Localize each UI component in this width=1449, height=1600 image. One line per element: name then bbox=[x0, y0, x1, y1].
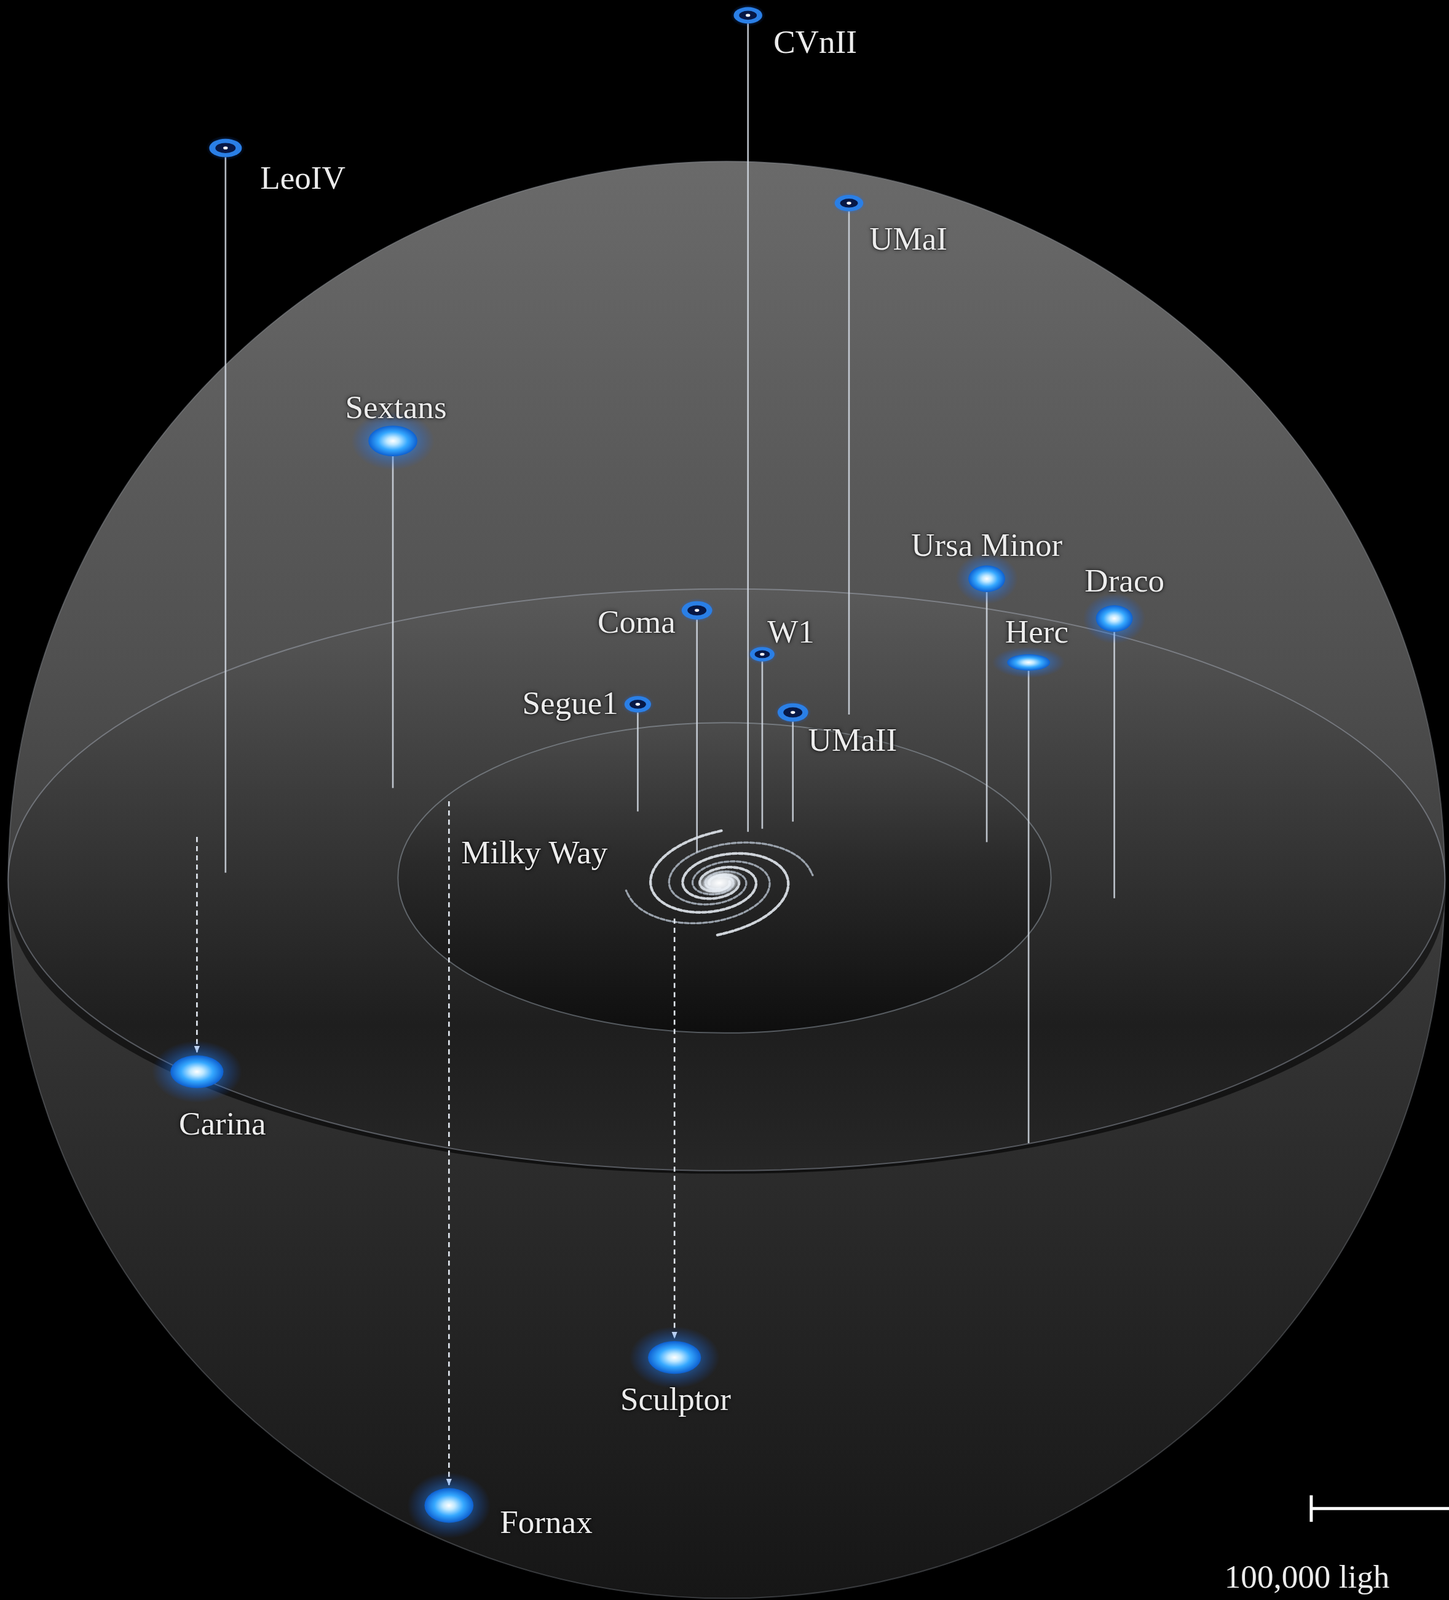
galaxy-symbol bbox=[992, 646, 1066, 678]
galaxy-glow bbox=[629, 1326, 720, 1389]
galaxy-label: Segue1 bbox=[522, 686, 619, 720]
spiral-arm bbox=[679, 845, 795, 939]
galaxy-ring bbox=[834, 194, 864, 212]
galaxy-ring bbox=[681, 601, 713, 620]
galaxy-core bbox=[738, 11, 757, 21]
galaxy-body bbox=[1096, 604, 1134, 632]
scale-tick bbox=[1309, 1495, 1313, 1522]
spiral-arm bbox=[623, 855, 774, 933]
scale-line bbox=[1311, 1506, 1449, 1510]
spiral-arm bbox=[644, 826, 760, 920]
galaxies bbox=[151, 4, 1146, 1539]
galaxy-glow bbox=[992, 646, 1066, 678]
galaxy-glow bbox=[678, 598, 716, 623]
milky-way-spiral bbox=[619, 818, 819, 947]
galaxy-glow bbox=[1083, 593, 1146, 644]
galaxy-symbol bbox=[407, 1472, 491, 1539]
galaxy-symbol bbox=[730, 4, 765, 28]
height-line bbox=[761, 661, 764, 829]
galaxy-ring bbox=[750, 646, 775, 661]
galaxy-symbol bbox=[831, 191, 867, 215]
galaxy-label: UMaI bbox=[869, 222, 948, 256]
height-line bbox=[636, 712, 639, 812]
galaxy-label: Draco bbox=[1084, 564, 1165, 597]
halo-sphere bbox=[7, 161, 1445, 1598]
galaxy-label: UMaII bbox=[808, 723, 897, 757]
galaxy-core bbox=[840, 198, 859, 208]
galaxy-symbol bbox=[151, 1040, 243, 1103]
galaxy-ring bbox=[209, 138, 242, 158]
height-line bbox=[986, 592, 988, 843]
galaxy-core bbox=[215, 142, 236, 153]
galaxy-core bbox=[687, 604, 707, 615]
galaxy-label: CVnII bbox=[773, 25, 857, 59]
galaxy-center bbox=[846, 201, 851, 205]
scale-bar bbox=[1311, 1495, 1449, 1522]
galaxy-symbol bbox=[678, 598, 716, 623]
height-line bbox=[1027, 670, 1030, 1144]
galaxy-center bbox=[745, 14, 751, 18]
galaxy-symbol bbox=[629, 1326, 720, 1389]
galaxy-core bbox=[783, 706, 803, 717]
galaxy-glow bbox=[151, 1040, 243, 1103]
galaxy-glow bbox=[407, 1472, 491, 1539]
height-line bbox=[1113, 631, 1116, 898]
galaxy-center bbox=[790, 710, 795, 714]
height-line bbox=[848, 211, 851, 715]
galaxy-center bbox=[759, 652, 765, 656]
galaxy-body bbox=[647, 1340, 701, 1374]
height-line bbox=[695, 619, 698, 853]
galaxy-body bbox=[170, 1054, 224, 1088]
height-line bbox=[225, 157, 227, 873]
galaxy-symbol bbox=[621, 692, 655, 716]
scene bbox=[7, 4, 1449, 1599]
galaxy-label: Milky Way bbox=[461, 836, 608, 869]
galaxy-center bbox=[694, 608, 699, 612]
galaxy-body bbox=[368, 425, 418, 457]
galaxy-label: Coma bbox=[597, 605, 676, 639]
height-line bbox=[791, 721, 794, 822]
galaxy-body bbox=[968, 565, 1006, 593]
galaxy-label: Herc bbox=[1005, 615, 1069, 648]
galaxy-symbol bbox=[205, 135, 245, 161]
galaxy-body bbox=[424, 1487, 474, 1523]
galaxy-center bbox=[223, 146, 228, 150]
outer-plane bbox=[7, 588, 1445, 1171]
galaxy-ring bbox=[777, 703, 809, 722]
galaxy-symbol bbox=[1083, 593, 1146, 644]
galaxy-label: LeoIV bbox=[260, 161, 346, 195]
galaxy-core bbox=[629, 699, 647, 709]
inner-ring bbox=[397, 722, 1051, 1033]
galaxy-glow bbox=[831, 191, 867, 215]
galaxy-body bbox=[1006, 654, 1051, 671]
galaxy-label: Fornax bbox=[499, 1505, 593, 1539]
position-lines bbox=[196, 23, 1114, 1485]
galaxy-label: Carina bbox=[178, 1107, 267, 1140]
galaxy-label: W1 bbox=[767, 615, 815, 648]
galaxy-glow bbox=[205, 135, 245, 161]
galactic-bulge bbox=[695, 866, 744, 899]
galaxy-ring bbox=[733, 7, 762, 24]
galaxy-label: Sculptor bbox=[620, 1382, 731, 1416]
galaxy-label: Ursa Minor bbox=[911, 528, 1063, 562]
galaxy-glow bbox=[730, 4, 765, 28]
scale-label: 100,000 ligh bbox=[1224, 1560, 1390, 1593]
galaxy-ring bbox=[624, 695, 652, 713]
galaxy-glow bbox=[774, 700, 812, 725]
projection-arrow bbox=[196, 836, 198, 1052]
height-line bbox=[746, 23, 749, 832]
height-line bbox=[392, 456, 395, 788]
galaxy-core bbox=[754, 650, 771, 659]
galaxy-symbol bbox=[774, 700, 812, 725]
projection-arrow bbox=[448, 801, 451, 1485]
projection-arrow bbox=[673, 918, 676, 1338]
galaxy-label: Sextans bbox=[344, 390, 447, 424]
galaxy-center bbox=[635, 702, 640, 706]
galaxy-glow bbox=[621, 692, 655, 716]
